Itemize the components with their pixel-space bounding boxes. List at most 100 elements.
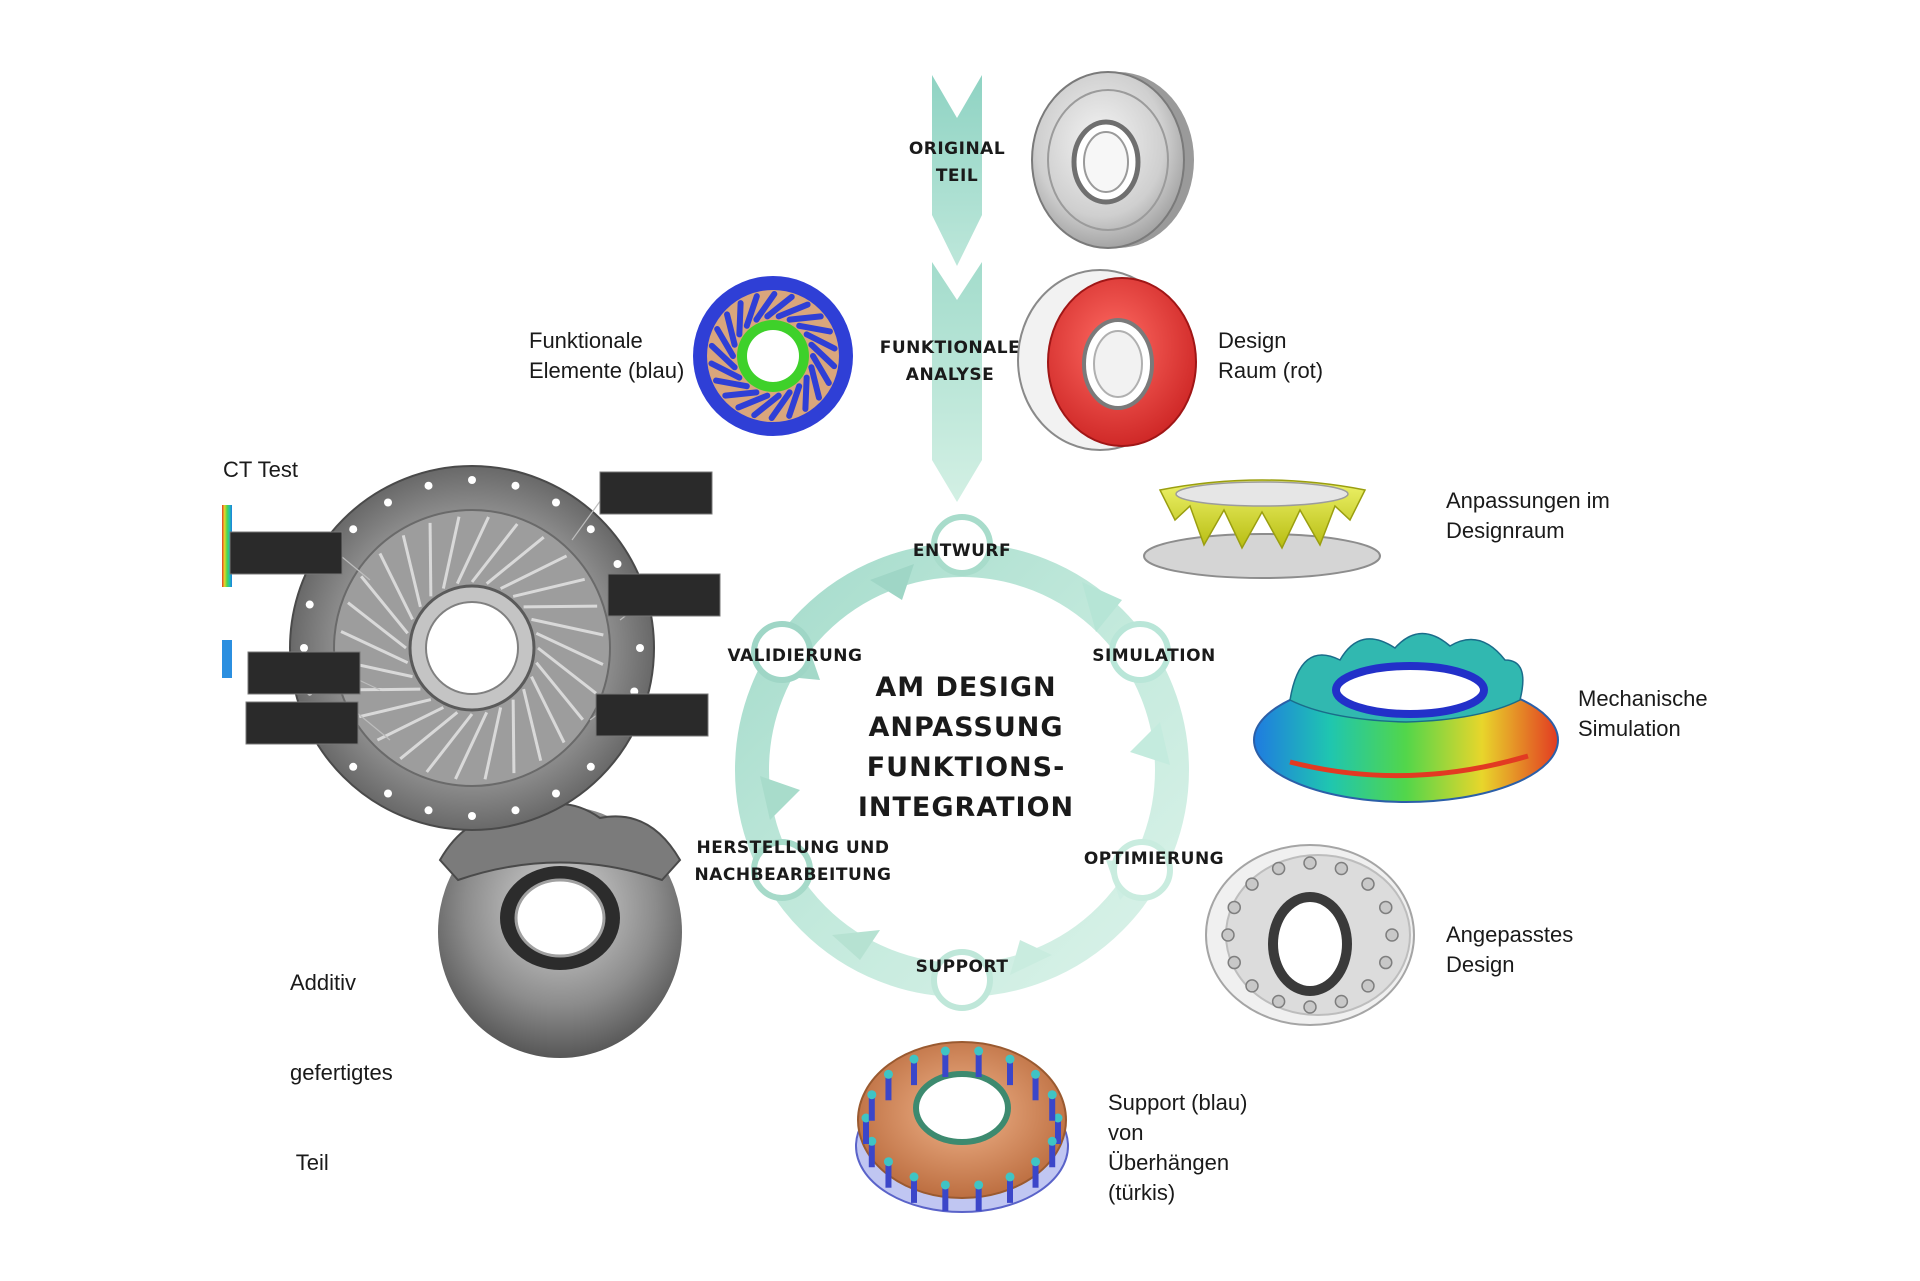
cycle-arrowhead <box>832 930 880 960</box>
caption-line: Funktionale <box>529 328 643 353</box>
stage-entwurf: ENTWURF <box>913 541 1011 561</box>
ct-measurement-box <box>229 531 343 575</box>
stage-validierung: VALIDIERUNG <box>728 646 863 666</box>
stage-herstellung-line1: HERSTELLUNG UND <box>697 838 890 858</box>
overhang-marker <box>867 1136 877 1146</box>
ct-bolt-hole <box>424 481 433 490</box>
caption-ct-test: CT Test <box>223 455 298 485</box>
ct-vane <box>531 617 604 637</box>
arrow-analyse-to-entwurf <box>932 262 982 502</box>
overhang-marker <box>861 1113 871 1123</box>
support-post <box>863 1118 869 1144</box>
overhang-marker <box>940 1046 950 1056</box>
ct-vane <box>340 630 409 665</box>
center-title-line3: FUNKTIONS- <box>867 752 1066 783</box>
overhang-marker <box>1005 1172 1015 1182</box>
ct-bolt-hole <box>468 476 476 484</box>
ct-bolt-hole <box>349 762 358 771</box>
blade <box>743 293 760 329</box>
blade <box>724 311 738 348</box>
caption-line: Teil <box>290 1150 329 1175</box>
ct-vane <box>428 522 433 597</box>
cycle-arrowhead <box>760 776 800 820</box>
support-post <box>885 1161 892 1188</box>
ct-measurement-box <box>247 651 361 695</box>
support-post <box>942 1051 949 1078</box>
ct-vane <box>399 711 459 760</box>
cycle-arrowhead <box>870 564 914 600</box>
caption-line: Support (blau) <box>1108 1090 1248 1115</box>
node-entwurf <box>931 514 993 576</box>
blade <box>768 389 793 421</box>
ct-vane <box>425 713 474 773</box>
overhang-marker <box>1005 1054 1015 1064</box>
caption-anpassungen: Anpassungen im Designraum <box>1446 486 1610 546</box>
ct-bolt-hole <box>586 762 595 771</box>
blade <box>808 341 838 370</box>
overhang-marker <box>909 1054 919 1064</box>
adapted-bolt <box>1303 1000 1317 1014</box>
mechanical-simulation-image <box>1253 632 1559 803</box>
adapted-bolt <box>1227 900 1241 915</box>
adapted-bolt <box>1303 856 1317 870</box>
stage-simulation: SIMULATION <box>1092 646 1216 666</box>
node-support <box>931 949 993 1011</box>
blade <box>796 322 833 335</box>
support-post <box>868 1141 875 1168</box>
caption-line: Simulation <box>1578 716 1681 741</box>
stage-original-line1: ORIGINAL <box>909 139 1005 159</box>
ct-measurement-box <box>599 471 713 515</box>
ct-vane <box>360 575 409 635</box>
ct-vane <box>530 675 566 744</box>
overhang-marker <box>883 1157 893 1167</box>
blade <box>803 331 838 352</box>
caption-line: (türkis) <box>1108 1180 1176 1205</box>
ct-bolt-hole <box>511 481 520 490</box>
ct-bolt-hole <box>468 812 476 820</box>
original-part-image <box>1031 71 1194 249</box>
support-post <box>975 1184 982 1211</box>
support-post <box>1007 1059 1013 1086</box>
adapted-bolt <box>1361 877 1375 891</box>
ct-vane <box>441 516 461 589</box>
stage-optimierung: OPTIMIERUNG <box>1084 849 1224 869</box>
node-validierung <box>751 621 813 683</box>
ct-measurement-box <box>607 573 721 617</box>
overhang-marker <box>940 1180 950 1190</box>
blade <box>810 353 832 386</box>
caption-line: von <box>1108 1120 1144 1145</box>
caption-additiv: Additiv gefertigtes Teil <box>290 908 393 1208</box>
center-title-line4: INTEGRATION <box>858 792 1074 823</box>
overhang-marker <box>1031 1069 1041 1079</box>
caption-funktionale-elemente: Funktionale Elemente (blau) <box>529 326 684 386</box>
adapted-bolt <box>1221 928 1235 942</box>
node-simulation <box>1109 621 1171 683</box>
support-post <box>1007 1176 1013 1203</box>
support-post <box>1055 1118 1061 1144</box>
ct-vane <box>470 523 519 583</box>
caption-support: Support (blau) von Überhängen (türkis) <box>1108 1088 1247 1208</box>
adapted-bolt <box>1385 928 1399 942</box>
ct-vane <box>455 516 490 585</box>
support-post <box>868 1094 875 1121</box>
support-structure-image <box>855 1041 1069 1213</box>
cycle-arrowhead <box>1010 940 1052 975</box>
ct-bolt-hole <box>511 806 520 815</box>
caption-line: gefertigtes <box>290 1060 393 1085</box>
blade <box>736 300 744 338</box>
support-post <box>1049 1094 1056 1121</box>
ct-vane <box>522 688 543 762</box>
ct-bolt-hole <box>305 600 314 609</box>
blade <box>775 301 811 320</box>
caption-line: Design <box>1218 328 1287 353</box>
overhang-marker <box>974 1046 984 1056</box>
blade <box>735 392 771 411</box>
adapted-design-image <box>1205 844 1415 1026</box>
caption-line: Design <box>1446 952 1515 977</box>
support-post <box>1032 1161 1039 1188</box>
overhang-marker <box>1047 1136 1057 1146</box>
design-space-adjustments-image <box>1143 479 1381 579</box>
overhang-marker <box>1053 1113 1063 1123</box>
caption-line: CT Test <box>223 457 298 482</box>
ct-vane <box>523 604 598 609</box>
